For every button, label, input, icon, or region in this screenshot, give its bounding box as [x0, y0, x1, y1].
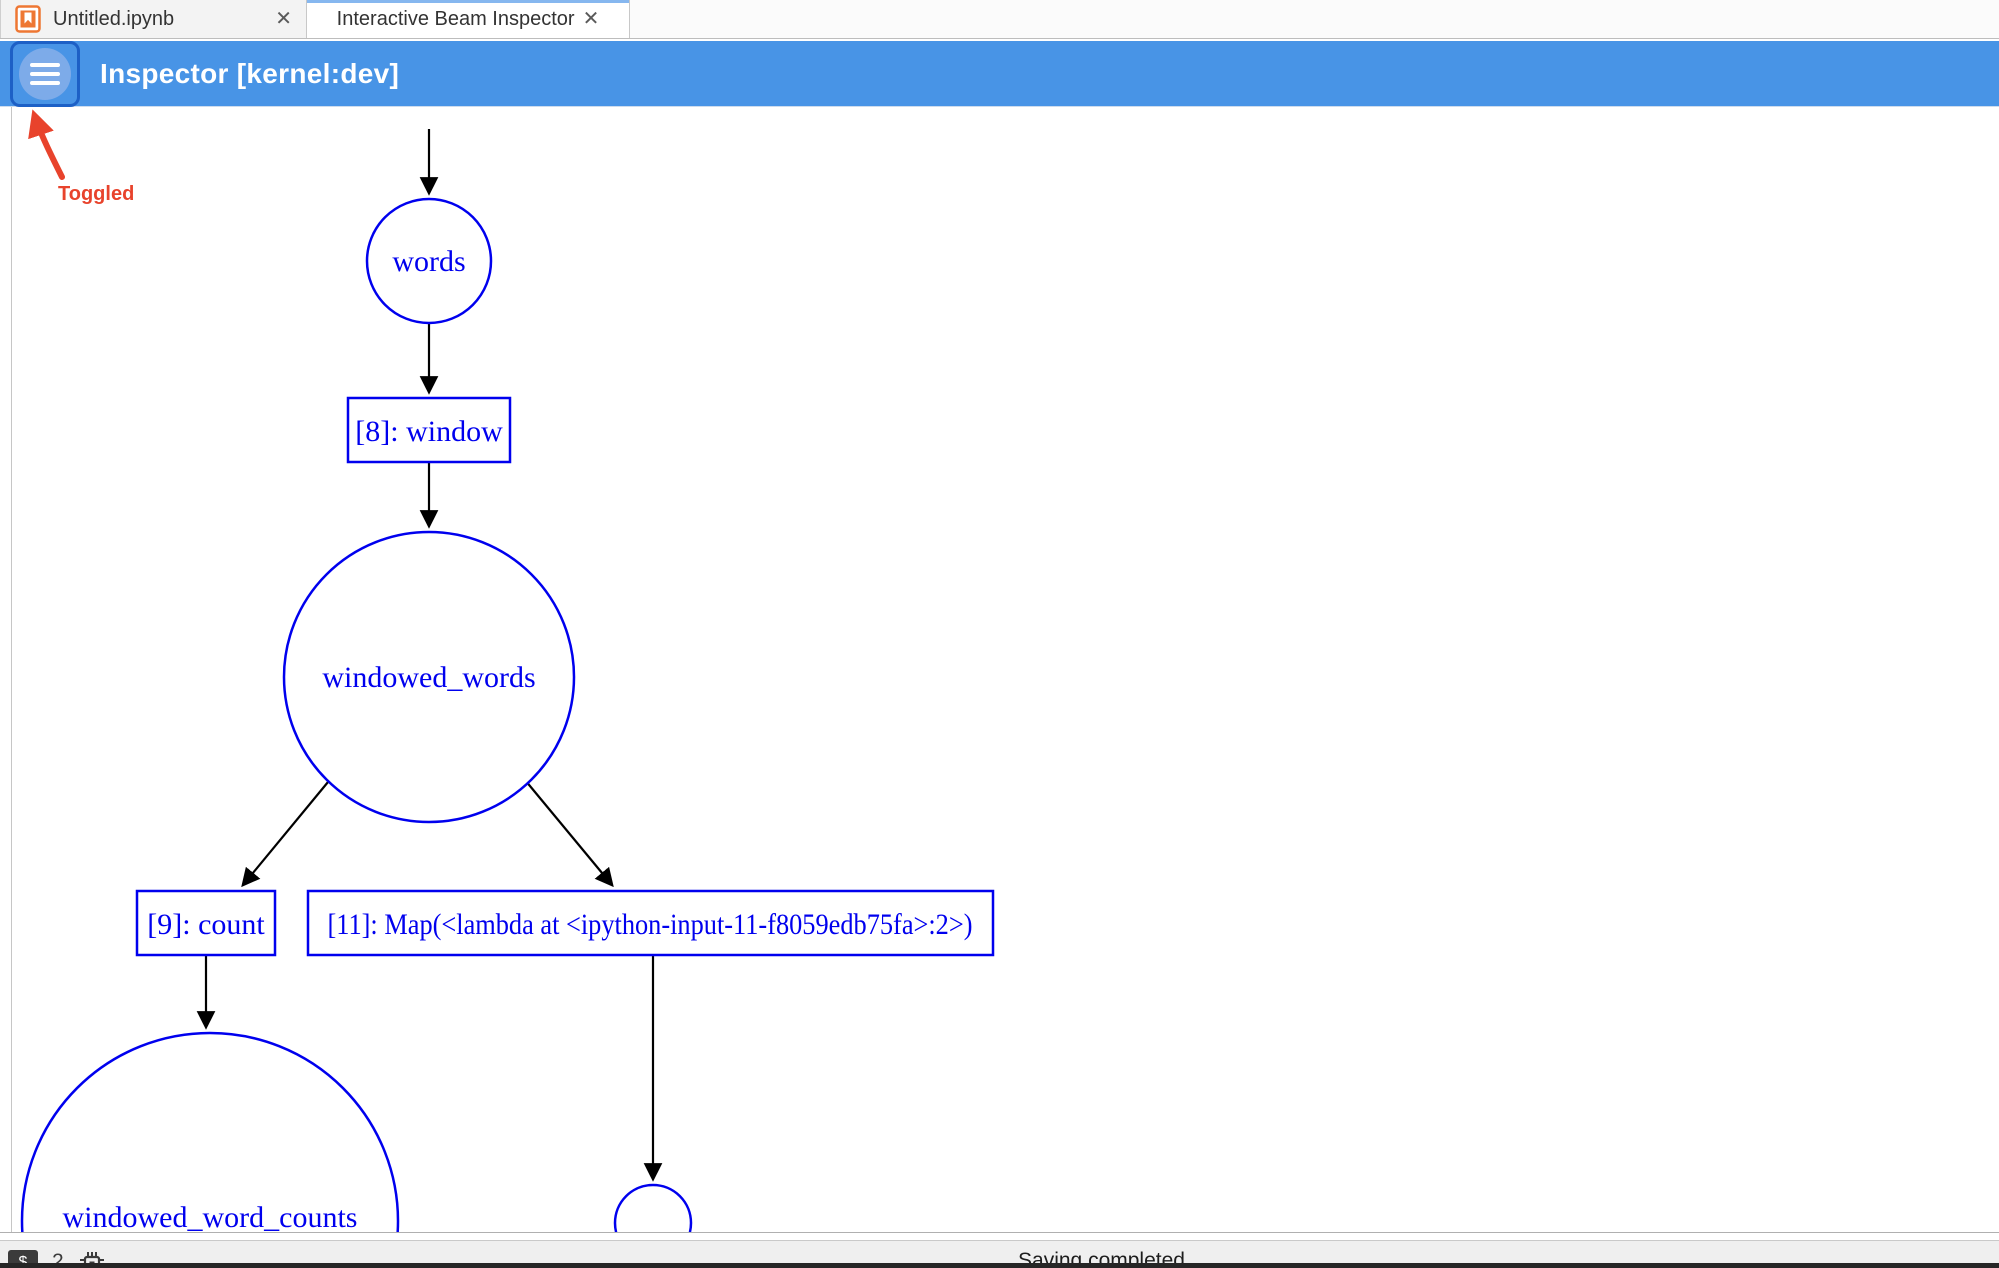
inspector-graph-panel: words [8]: window windowed_words [9]: co…	[0, 107, 1999, 1233]
inspector-header: Inspector [kernel:dev]	[0, 41, 1999, 107]
node-pcollection-windowed-words[interactable]: windowed_words	[282, 530, 576, 824]
node-pcollection-anonymous[interactable]	[613, 1183, 693, 1233]
menu-toggle-button[interactable]	[10, 41, 80, 107]
window-bottom-edge	[0, 1263, 1999, 1268]
pipeline-graph: words [8]: window windowed_words [9]: co…	[20, 129, 995, 1233]
node-pcollection-windowed-word-counts[interactable]: windowed_word_counts	[20, 1031, 400, 1233]
svg-text:[11]: Map(<lambda at <ipython-: [11]: Map(<lambda at <ipython-input-11-f…	[328, 908, 973, 941]
hamburger-icon	[30, 63, 60, 67]
tab-label: Interactive Beam Inspector	[336, 7, 575, 30]
tab-interactive-beam-inspector[interactable]: Interactive Beam Inspector ✕	[307, 0, 630, 38]
panel-left-border	[11, 107, 12, 1232]
svg-text:[8]: window: [8]: window	[355, 415, 503, 448]
tab-close-icon[interactable]: ✕	[582, 8, 600, 30]
inspector-title: Inspector [kernel:dev]	[100, 58, 400, 89]
toggled-annotation-arrow	[28, 109, 65, 180]
edge-windowed-words-to-map	[524, 779, 614, 888]
tab-bar: Untitled.ipynb ✕ Interactive Beam Inspec…	[0, 0, 1999, 39]
tab-untitled-notebook[interactable]: Untitled.ipynb ✕	[0, 0, 307, 38]
node-pcollection-words[interactable]: words	[365, 197, 493, 325]
edge-windowed-words-to-count	[241, 781, 329, 888]
toggled-annotation-label: Toggled	[58, 183, 135, 205]
menu-circle	[19, 48, 71, 100]
svg-text:[9]: count: [9]: count	[147, 908, 265, 941]
tab-label: Untitled.ipynb	[53, 7, 175, 30]
node-transform-count[interactable]: [9]: count	[135, 889, 277, 957]
notebook-icon	[15, 5, 41, 33]
svg-text:windowed_word_counts: windowed_word_counts	[63, 1201, 358, 1233]
kernel-count: 2	[52, 1250, 64, 1268]
node-transform-map[interactable]: [11]: Map(<lambda at <ipython-input-11-f…	[306, 889, 995, 957]
svg-text:windowed_words: windowed_words	[322, 661, 535, 694]
svg-text:words: words	[392, 245, 465, 278]
tab-close-icon[interactable]: ✕	[275, 8, 292, 30]
node-transform-window[interactable]: [8]: window	[346, 396, 512, 464]
